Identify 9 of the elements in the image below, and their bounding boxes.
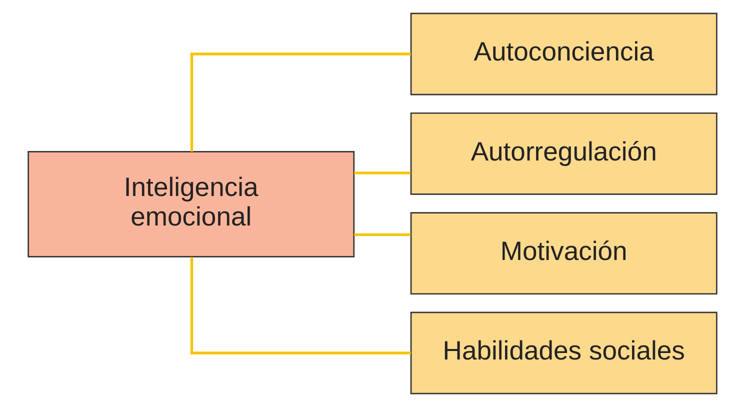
connector	[354, 233, 410, 236]
connector	[354, 172, 410, 174]
connector	[190, 52, 410, 152]
node-box: Motivación	[410, 212, 717, 295]
node-box: Inteligencia emocional	[27, 151, 354, 258]
connector	[190, 257, 410, 354]
node-box: Autoconciencia	[410, 12, 717, 96]
node-box: Habilidades sociales	[410, 312, 717, 394]
node-box: Autorregulación	[410, 112, 717, 195]
